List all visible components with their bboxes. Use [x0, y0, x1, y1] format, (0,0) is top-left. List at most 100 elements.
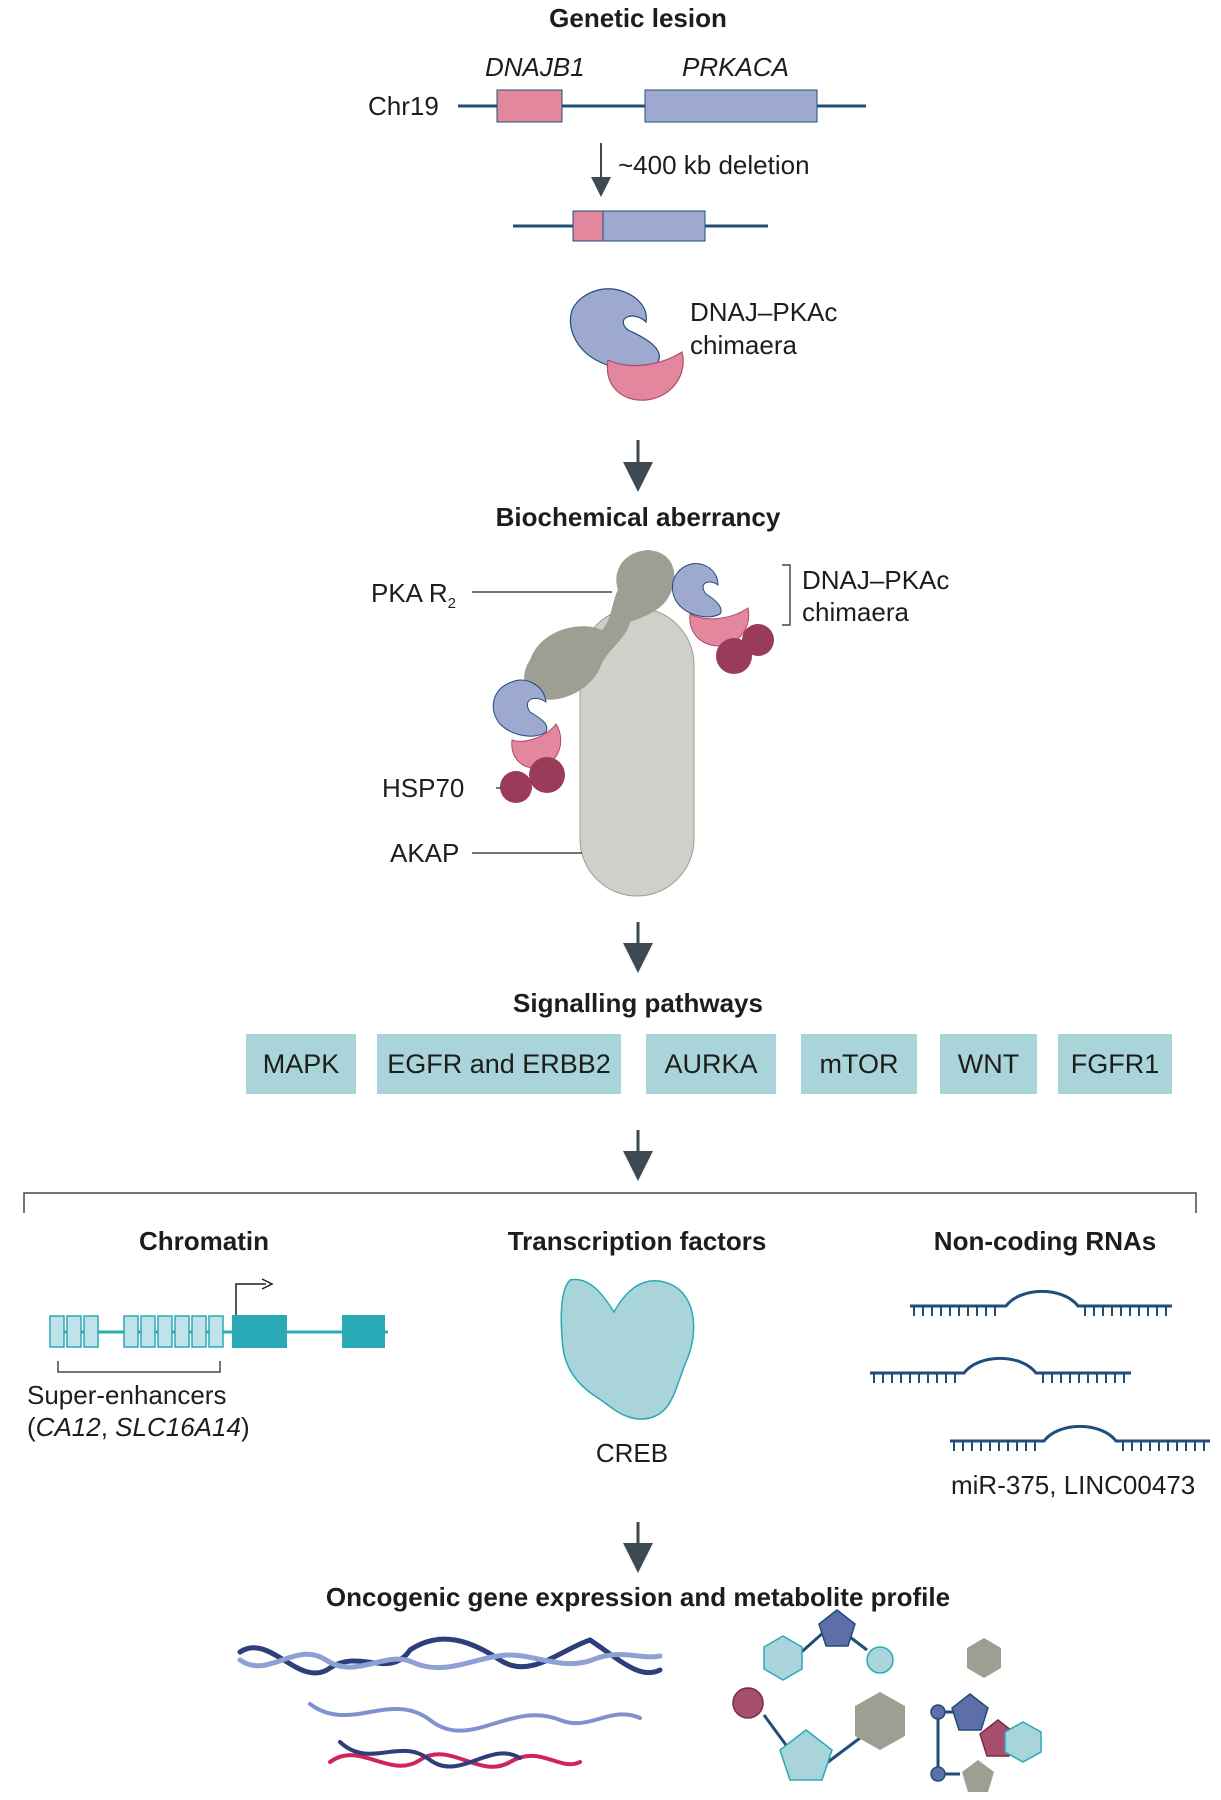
- super-enhancer-genes: (CA12, SLC16A14): [27, 1412, 250, 1443]
- metabolite-bond: [762, 1714, 788, 1746]
- node-metabolite: [930, 1704, 946, 1720]
- chromosome-label: Chr19: [368, 91, 439, 121]
- outcome-heading: Oncogenic gene expression and metabolite…: [325, 1582, 951, 1612]
- hsp70-label: HSP70: [382, 773, 465, 803]
- dnajb1-gene-box: [496, 89, 563, 123]
- chromatin-locus: [5, 1278, 450, 1373]
- super-enhancers-label: Super-enhancers: [27, 1380, 227, 1410]
- ncrna-hairpin-3: [950, 1424, 1210, 1443]
- pathway-box-aurka: AURKA: [646, 1034, 776, 1094]
- pentagon-metabolite: [962, 1760, 994, 1792]
- top-chimaera-hsp70-cluster: [672, 563, 774, 674]
- top-dnaj-shape: [689, 607, 750, 647]
- non-coding-rnas-heading: Non-coding RNAs: [933, 1226, 1157, 1256]
- top-chimaera-label-line2: chimaera: [690, 330, 797, 360]
- biochemical-aberrancy-heading: Biochemical aberrancy: [495, 502, 781, 532]
- pathway-box-mapk: MAPK: [246, 1034, 356, 1094]
- pka-r2-label: PKA R2: [371, 578, 456, 612]
- pentagon-metabolite: [951, 1693, 989, 1731]
- ncrna-base-ticks: [873, 1306, 1205, 1451]
- top-hsp70-bead-2: [716, 638, 752, 674]
- pathway-box-wnt: WNT: [940, 1034, 1037, 1094]
- circle-metabolite: [866, 1646, 894, 1674]
- pathway-box-fgfr1: FGFR1: [1058, 1034, 1172, 1094]
- top-pkac-shape: [672, 563, 722, 618]
- left-pkac-shape: [492, 679, 548, 737]
- enhancer-box: [66, 1315, 82, 1348]
- node-metabolite: [930, 1766, 946, 1782]
- dna-rna-strand: [328, 1752, 582, 1769]
- regulation-bracket: [23, 1192, 1197, 1213]
- genes-separator: ,: [100, 1412, 116, 1442]
- pkac-domain-shape: [569, 288, 660, 371]
- biochem-chimaera-label-line2: chimaera: [802, 597, 909, 627]
- enhancer-box: [83, 1315, 99, 1348]
- super-enhancer-bracket: [57, 1361, 221, 1373]
- ncrna-label: miR-375, LINC00473: [951, 1470, 1196, 1500]
- pka-akap-complex: [524, 550, 695, 897]
- biochem-chimaera-label-line1: DNAJ–PKAc: [802, 565, 950, 595]
- pentagon-metabolite: [818, 1609, 856, 1647]
- metabolite-bond: [823, 1736, 861, 1767]
- genes-close-paren: ): [240, 1412, 250, 1442]
- dna-strand-light: [237, 1651, 663, 1671]
- tss-arrow-icon: [235, 1283, 266, 1315]
- hexagon-metabolite: [763, 1635, 803, 1681]
- dnajb1-gene-label: DNAJB1: [485, 52, 585, 82]
- ncrna-hairpin-2: [870, 1356, 1131, 1375]
- enhancer-box: [174, 1315, 190, 1348]
- hexagon-metabolite: [967, 1638, 1001, 1678]
- left-chimaera-hsp70-cluster: [492, 679, 565, 803]
- tss-arrow-head-icon: [261, 1278, 274, 1290]
- fused-gene-map: [513, 210, 768, 242]
- dna-strand-dark: [237, 1636, 663, 1676]
- exon-box-1: [232, 1315, 287, 1348]
- transcription-factors-heading: Transcription factors: [507, 1226, 767, 1256]
- enhancer-box: [140, 1315, 156, 1348]
- metabolite-cluster-right: [930, 1638, 1042, 1792]
- dna-loop-strand: [308, 1702, 642, 1733]
- enhancer-box: [157, 1315, 173, 1348]
- exon-box-2: [342, 1315, 385, 1348]
- pathway-box-mtor: mTOR: [801, 1034, 917, 1094]
- chromatin-heading: Chromatin: [139, 1226, 269, 1256]
- top-chimaera-label-line1: DNAJ–PKAc: [690, 297, 838, 327]
- creb-protein-shape: [560, 1278, 695, 1420]
- super-enhancer-boxes: [49, 1315, 224, 1348]
- signalling-pathways-heading: Signalling pathways: [513, 988, 763, 1018]
- enhancer-box: [49, 1315, 65, 1348]
- left-hsp70-bead-2: [500, 771, 532, 803]
- dnaj-domain-shape: [606, 351, 684, 401]
- pentagon-metabolite: [779, 1729, 833, 1781]
- metabolite-cluster-left: [732, 1609, 905, 1781]
- fused-prkaca-segment: [602, 210, 706, 242]
- hexagon-metabolite: [1004, 1721, 1042, 1763]
- fused-dnajb1-segment: [572, 210, 604, 242]
- dnaj-pkac-chimaera-protein: [569, 288, 684, 401]
- gene-ca12: CA12: [35, 1412, 101, 1442]
- pathway-box-egfr-erbb2: EGFR and ERBB2: [377, 1034, 621, 1094]
- ncrna-hairpin-1: [910, 1289, 1172, 1308]
- enhancer-box: [191, 1315, 207, 1348]
- ncrna-hairpins: [870, 1289, 1210, 1443]
- prkaca-gene-box: [644, 89, 818, 123]
- dna-double-helix: [237, 1636, 663, 1769]
- gene-slc16a14: SLC16A14: [115, 1412, 241, 1442]
- pka-r2-dimer: [524, 550, 675, 700]
- creb-label: CREB: [595, 1438, 669, 1468]
- hexagon-metabolite: [855, 1692, 905, 1750]
- genes-open-paren: (: [27, 1412, 36, 1442]
- chr19-gene-map: [458, 89, 866, 123]
- chimaera-bracket: [782, 564, 791, 626]
- akap-label: AKAP: [390, 838, 460, 868]
- pka-subscript: 2: [447, 595, 456, 613]
- deletion-label: ~400 kb deletion: [618, 150, 810, 180]
- dna-lower-strand: [338, 1740, 522, 1769]
- enhancer-box: [123, 1315, 139, 1348]
- left-hsp70-bead-1: [529, 757, 565, 793]
- enhancer-box: [208, 1315, 224, 1348]
- genetic-lesion-heading: Genetic lesion: [549, 3, 727, 33]
- prkaca-gene-label: PRKACA: [682, 52, 789, 82]
- pka-label-text: PKA R: [371, 578, 448, 608]
